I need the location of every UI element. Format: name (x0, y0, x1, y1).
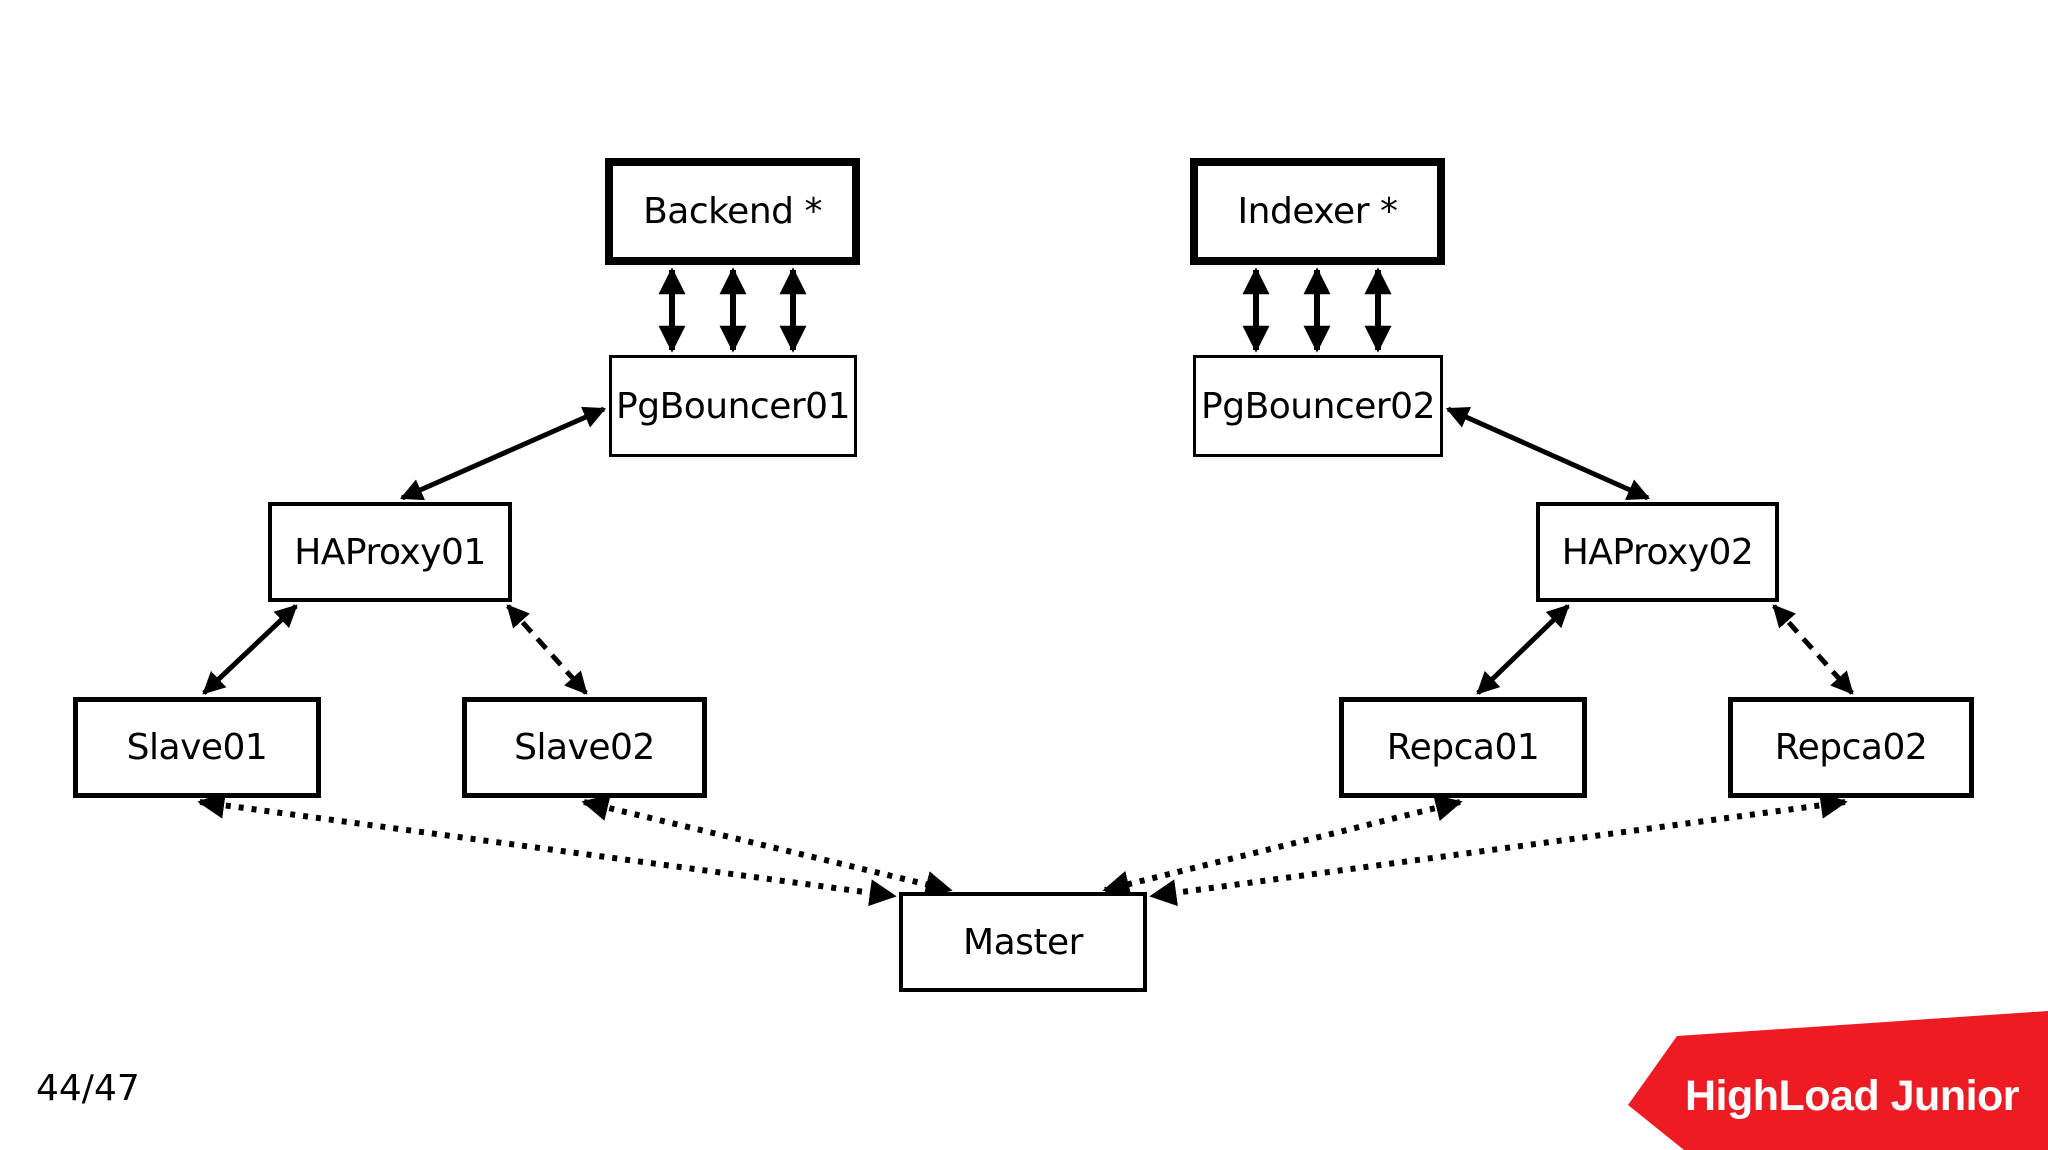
node-master-label: Master (963, 921, 1083, 963)
edge-haproxy02-repca02 (1772, 604, 1854, 695)
edge-pgbouncer02-haproxy02 (1445, 406, 1651, 501)
node-slave02: Slave02 (462, 697, 707, 798)
node-repca02: Repca02 (1728, 697, 1974, 798)
node-haproxy02: HAProxy02 (1536, 502, 1779, 602)
node-haproxy01: HAProxy01 (268, 502, 512, 602)
edge-haproxy01-slave01 (202, 604, 298, 695)
node-pgbouncer02: PgBouncer02 (1193, 355, 1443, 457)
node-repca01: Repca01 (1339, 697, 1587, 798)
node-slave02-label: Slave02 (514, 727, 655, 768)
node-pgbouncer02-label: PgBouncer02 (1201, 385, 1435, 427)
edge-pgbouncer01-haproxy01 (399, 406, 607, 501)
node-indexer: Indexer * (1190, 158, 1445, 265)
edge-master-repca02 (1149, 791, 1848, 907)
logo-text: HighLoad Junior (1685, 1072, 2020, 1120)
node-haproxy01-label: HAProxy01 (294, 531, 486, 573)
edge-master-slave02 (581, 794, 953, 898)
logo-banner (1628, 1011, 2048, 1150)
node-backend: Backend * (605, 158, 860, 265)
node-backend-label: Backend * (643, 191, 822, 232)
node-repca02-label: Repca02 (1774, 727, 1928, 768)
node-slave01: Slave01 (73, 697, 321, 798)
node-haproxy02-label: HAProxy02 (1561, 531, 1754, 573)
node-slave01-label: Slave01 (126, 727, 268, 768)
page-number: 44/47 (36, 1068, 140, 1109)
node-repca01-label: Repca01 (1386, 727, 1540, 768)
edge-master-repca01 (1102, 794, 1463, 898)
edge-haproxy02-repca01 (1476, 604, 1570, 695)
node-indexer-label: Indexer * (1237, 191, 1398, 232)
edge-haproxy01-slave02 (506, 604, 588, 695)
node-master: Master (899, 892, 1147, 992)
node-pgbouncer01: PgBouncer01 (609, 355, 857, 457)
node-pgbouncer01-label: PgBouncer01 (616, 385, 850, 427)
